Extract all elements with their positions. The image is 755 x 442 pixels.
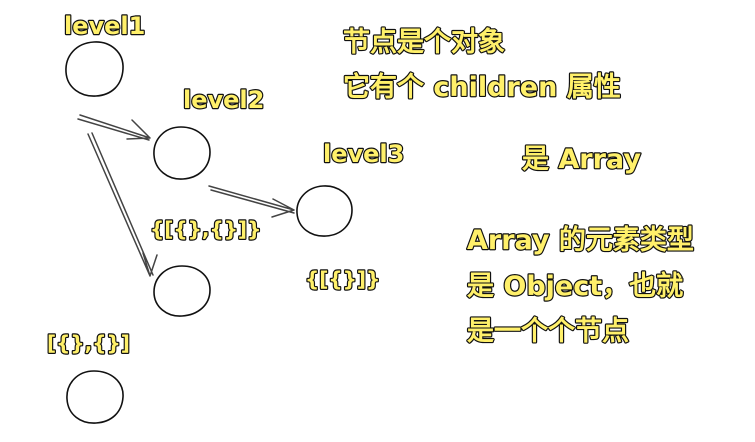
level1-label: level1 xyxy=(64,12,145,40)
level2-node-circle xyxy=(153,126,211,180)
note-element-type: Array 的元素类型 xyxy=(467,224,694,256)
child-node-circle xyxy=(153,265,211,317)
bottom-node-circle xyxy=(66,370,124,424)
level3-label: level3 xyxy=(323,140,404,168)
level1-node-circle xyxy=(65,41,124,97)
note-has-children: 它有个 children 属性 xyxy=(343,71,621,103)
level2-children-array: {[{},{}]} xyxy=(150,217,261,241)
note-is-array: 是 Array xyxy=(522,144,641,175)
level3-children-array: {[{}]} xyxy=(305,267,380,291)
arrow-level2-to-level3 xyxy=(208,185,295,218)
arrow-level1-to-level2 xyxy=(77,114,151,141)
note-each-is-node: 是一个个节点 xyxy=(467,316,629,347)
level3-node-circle xyxy=(296,185,353,237)
note-is-object: 是 Object，也就 xyxy=(467,271,683,302)
level2-label: level2 xyxy=(183,86,264,114)
level1-children-array: [{},{}] xyxy=(47,331,130,355)
arrow-level1-to-child xyxy=(87,132,158,277)
note-node-is-object: 节点是个对象 xyxy=(343,26,505,58)
